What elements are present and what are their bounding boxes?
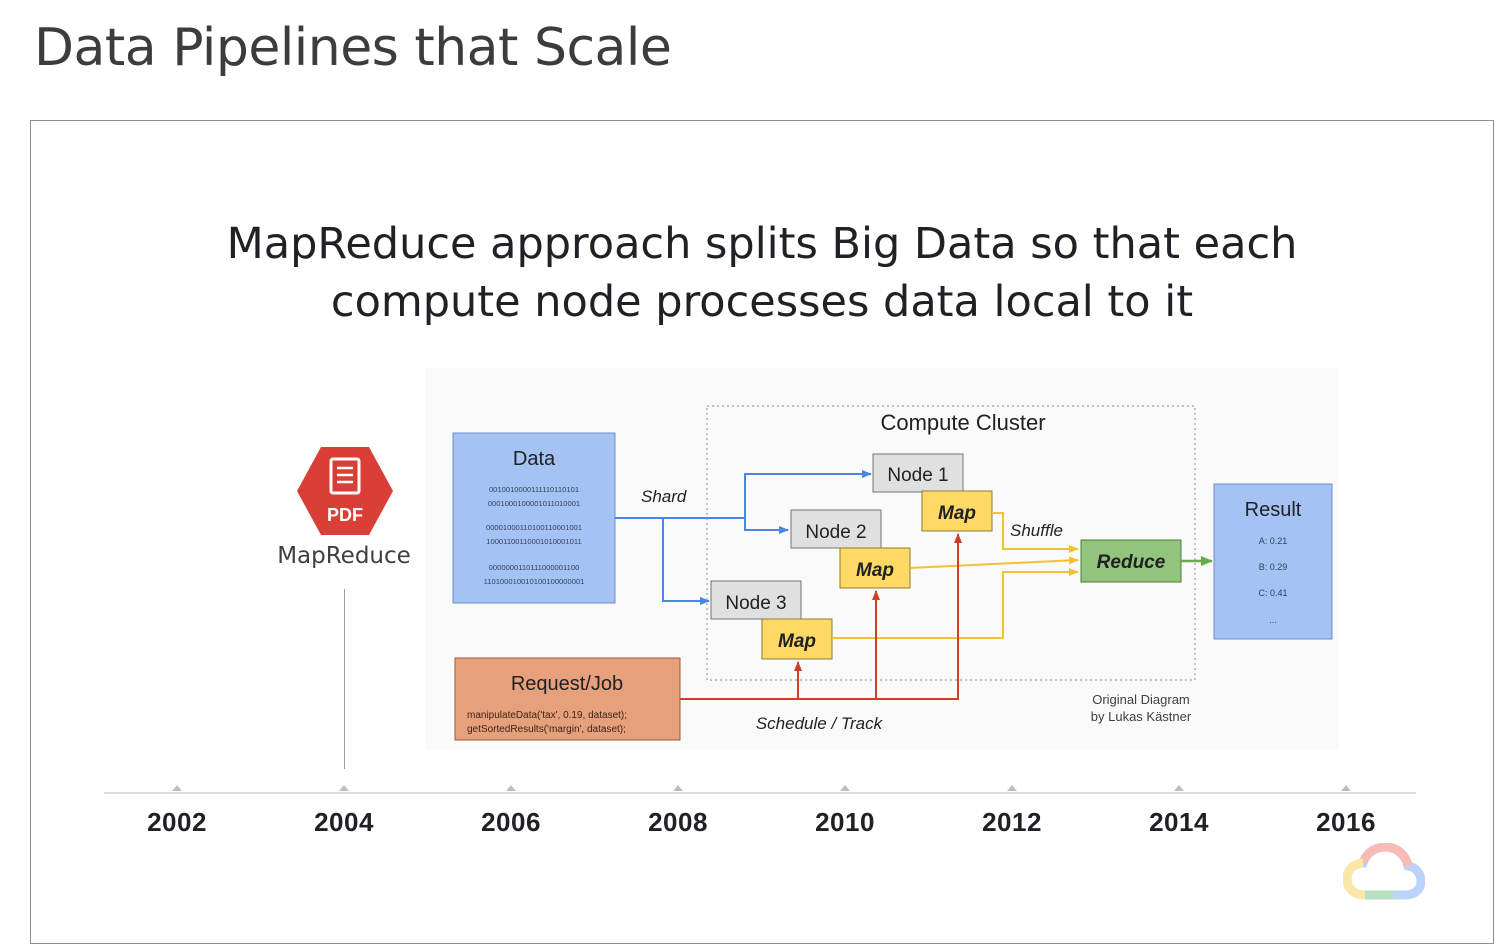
map-box-2 (839, 547, 911, 589)
schedule-track-label: Schedule / Track (756, 714, 884, 733)
data-bits-row: 0000000110111000001100 (489, 563, 580, 572)
data-bits-row: 00001000110100110001001 (486, 523, 582, 532)
timeline-tick (673, 785, 683, 791)
result-title: Result (1245, 499, 1302, 521)
shuffle-label: Shuffle (1010, 521, 1063, 540)
map-label-2: Map (856, 560, 894, 581)
node-2-label: Node 2 (805, 522, 866, 543)
result-item: ... (1269, 615, 1277, 625)
timeline-tick (172, 785, 182, 791)
request-job-line: manipulateData('tax', 0.19, dataset); (467, 710, 627, 721)
timeline-year: 2004 (314, 807, 374, 837)
timeline-year: 2016 (1316, 807, 1376, 837)
node-3-box (710, 580, 802, 620)
map-label-3: Map (778, 631, 816, 652)
timeline-axis (104, 792, 1416, 794)
result-box (1213, 483, 1333, 640)
timeline-tick (339, 785, 349, 791)
reduce-label: Reduce (1097, 552, 1166, 573)
data-box (452, 432, 616, 604)
compute-cluster-title: Compute Cluster (880, 410, 1045, 435)
timeline-year: 2012 (982, 807, 1042, 837)
map-label-1: Map (938, 503, 976, 524)
slide-headline-line-1: MapReduce approach splits Big Data so th… (226, 219, 1298, 269)
google-cloud-logo-icon (1343, 843, 1425, 900)
shuffle-arrows (832, 512, 1079, 639)
node-3-label: Node 3 (725, 593, 786, 614)
timeline-tick (1341, 785, 1351, 791)
timeline-tick (1174, 785, 1184, 791)
map-box-1 (921, 490, 993, 532)
timeline-tick (1007, 785, 1017, 791)
node-1-label: Node 1 (887, 465, 948, 486)
shard-label: Shard (641, 487, 687, 506)
result-item: C: 0.41 (1258, 588, 1287, 598)
diagram-credit-line-1: Original Diagram (1092, 692, 1190, 707)
timeline-tick (840, 785, 850, 791)
data-bits-row: 10001100110001010001011 (486, 537, 581, 546)
timeline-year: 2008 (648, 807, 708, 837)
pdf-logo-text: PDF (327, 505, 363, 525)
data-box-title: Data (513, 448, 556, 470)
data-bits-row: 110100010010100100000001 (484, 577, 585, 586)
shard-arrows (615, 470, 872, 605)
request-job-line: getSortedResults('margin', dataset); (467, 724, 626, 735)
slide-headline-line-2: compute node processes data local to it (330, 277, 1194, 327)
data-bits-row: 0010010000111110110101 (489, 485, 579, 494)
pdf-hexagon-icon: PDF (297, 447, 393, 535)
event-label-mapreduce: MapReduce (277, 543, 411, 569)
data-bits-row: 0001000100001011010001 (488, 499, 580, 508)
request-job-title: Request/Job (511, 673, 623, 695)
mapreduce-diagram-canvas: Compute Cluster Data 0010010000111110110… (452, 405, 1333, 741)
timeline-year: 2006 (481, 807, 541, 837)
result-item: A: 0.21 (1259, 536, 1288, 546)
result-item: B: 0.29 (1259, 562, 1288, 572)
node-1-box (872, 453, 964, 493)
timeline-year: 2014 (1149, 807, 1209, 837)
node-2-box (790, 509, 882, 549)
mapreduce-diagram: Compute Cluster Data 0010010000111110110… (425, 368, 1339, 750)
timeline-year: 2010 (815, 807, 875, 837)
page-title: Data Pipelines that Scale (34, 18, 672, 78)
timeline-tick (506, 785, 516, 791)
event-connector-line (344, 589, 345, 769)
schedule-arrows (680, 533, 962, 700)
compute-cluster-boundary (706, 405, 1196, 681)
timeline-year: 2002 (147, 807, 207, 837)
slide-frame: MapReduce approach splits Big Data so th… (30, 120, 1494, 944)
diagram-credit-line-2: by Lukas Kästner (1091, 709, 1192, 724)
